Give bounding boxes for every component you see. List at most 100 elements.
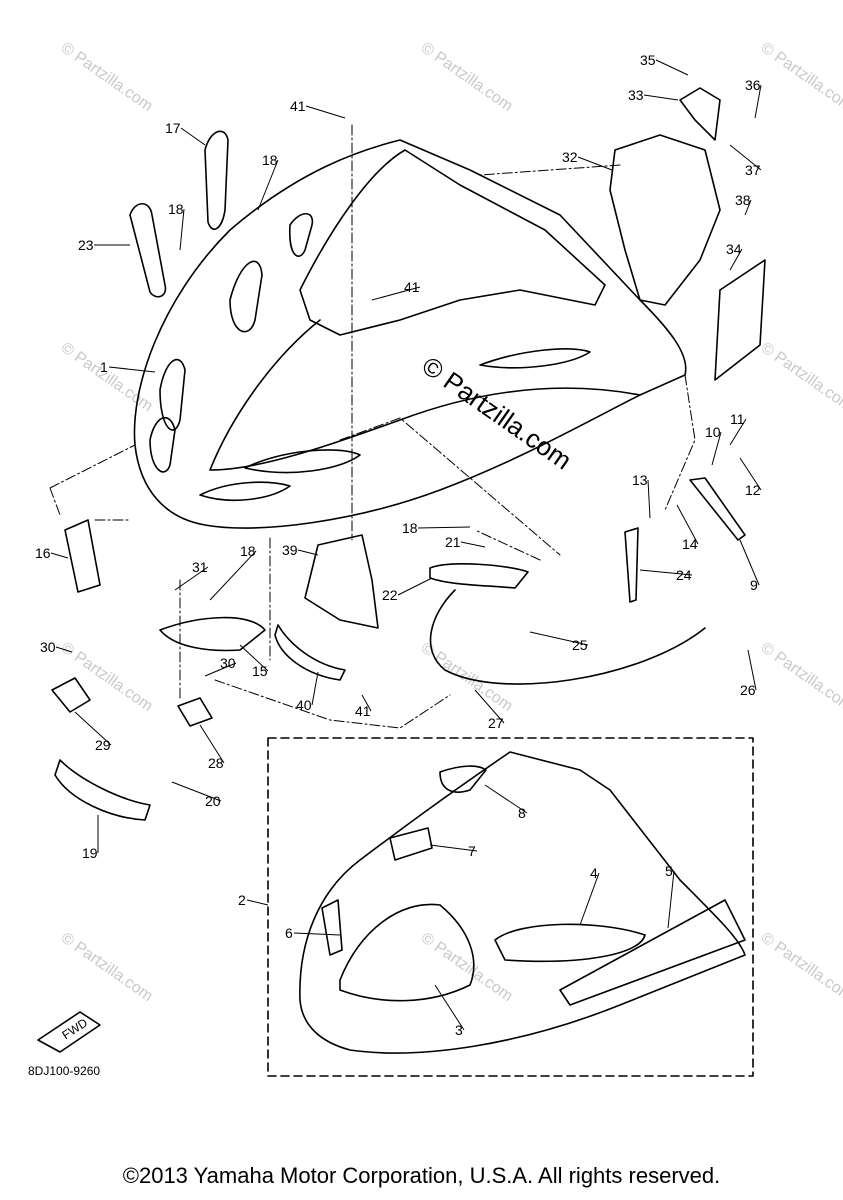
leader-line-5 xyxy=(667,870,675,929)
leader-line-22 xyxy=(397,577,433,596)
leader-line-1 xyxy=(108,366,156,373)
watermark-tile: © Partzilla.com xyxy=(758,929,843,1005)
part-label-20: 20 xyxy=(205,793,221,809)
leader-line-7 xyxy=(429,844,478,852)
assembly-lines xyxy=(49,124,696,729)
leader-line-38 xyxy=(744,199,752,216)
part-label-39: 39 xyxy=(282,542,298,558)
part-label-11: 11 xyxy=(730,411,745,427)
part-label-29: 29 xyxy=(95,737,111,753)
part-label-41: 41 xyxy=(290,98,306,114)
part-32-shape xyxy=(609,134,721,306)
part-7-shape xyxy=(389,827,433,861)
hood-inner-ridge xyxy=(209,319,641,471)
cable-25-27 xyxy=(429,589,706,685)
leader-line-8 xyxy=(484,784,528,814)
leader-line-25 xyxy=(529,631,589,646)
part-label-22: 22 xyxy=(382,587,398,603)
part-label-27: 27 xyxy=(488,715,504,731)
leader-line-18 xyxy=(179,208,185,251)
part-label-34: 34 xyxy=(726,241,742,257)
leader-line-12 xyxy=(739,457,762,491)
part-label-8: 8 xyxy=(518,805,526,821)
part-4-shape xyxy=(494,923,646,963)
leader-line-20 xyxy=(171,781,222,802)
part-label-18: 18 xyxy=(262,152,278,168)
hood-vent-bottom-1 xyxy=(244,449,361,474)
part-label-38: 38 xyxy=(735,192,751,208)
hood-vent-left-2 xyxy=(149,416,176,473)
part-label-30: 30 xyxy=(40,639,56,655)
leader-line-4 xyxy=(579,872,600,926)
part-label-12: 12 xyxy=(745,482,761,498)
watermark-tile: © Partzilla.com xyxy=(58,39,156,115)
part-6-shape xyxy=(321,899,343,956)
part-5-shape xyxy=(559,899,746,1006)
leader-line-17 xyxy=(180,127,206,146)
part-label-18: 18 xyxy=(168,201,184,217)
leader-line-9 xyxy=(739,539,760,586)
part-15-shape xyxy=(159,616,266,652)
part-34-shape xyxy=(714,259,766,381)
leader-line-28 xyxy=(199,724,225,764)
part-label-33: 33 xyxy=(628,87,644,103)
part-label-10: 10 xyxy=(705,424,721,440)
part-8-shape xyxy=(439,765,487,793)
leader-line-37 xyxy=(729,144,762,171)
leader-line-27 xyxy=(474,689,505,724)
inset-box xyxy=(267,737,754,1077)
watermark-tile: © Partzilla.com xyxy=(758,339,843,415)
leader-line-31 xyxy=(174,566,209,591)
leader-line-18 xyxy=(209,550,257,601)
hood-vent-left xyxy=(159,358,186,431)
part-label-26: 26 xyxy=(740,682,756,698)
part-label-5: 5 xyxy=(665,863,673,879)
leader-line-35 xyxy=(655,59,689,76)
watermark-tile: © Partzilla.com xyxy=(758,639,843,715)
watermark-tile: © Partzilla.com xyxy=(58,639,156,715)
leader-line-39 xyxy=(297,549,319,556)
part-label-18: 18 xyxy=(240,543,256,559)
part-label-18: 18 xyxy=(402,520,418,536)
hood-vent-bottom-2 xyxy=(199,481,291,501)
copyright-notice: ©2013 Yamaha Motor Corporation, U.S.A. A… xyxy=(122,1163,721,1188)
part-label-24: 24 xyxy=(676,567,692,583)
part-23-shape xyxy=(129,202,167,298)
part-29-shape xyxy=(51,677,91,713)
part-label-23: 23 xyxy=(78,237,94,253)
leader-line-34 xyxy=(729,248,743,271)
part-label-13: 13 xyxy=(632,472,648,488)
leader-line-21 xyxy=(460,541,486,548)
part-label-6: 6 xyxy=(285,925,293,941)
part-label-17: 17 xyxy=(165,120,181,136)
part-label-31: 31 xyxy=(192,559,208,575)
part-label-9: 9 xyxy=(750,577,758,593)
leader-line-30 xyxy=(55,646,73,653)
leader-line-13 xyxy=(647,479,651,519)
part-16-shape xyxy=(64,519,101,593)
leader-line-14 xyxy=(676,504,699,545)
part-label-32: 32 xyxy=(562,149,578,165)
leader-line-33 xyxy=(643,94,679,101)
leader-line-30 xyxy=(204,662,237,677)
part-9-shape xyxy=(689,477,746,541)
leader-line-41 xyxy=(371,286,421,301)
watermark-center: © Partzilla.com xyxy=(417,350,578,475)
part-label-7: 7 xyxy=(468,843,476,859)
hood-vent-top-left xyxy=(289,212,314,257)
part-22-shape xyxy=(429,563,529,589)
watermark-layer: © Partzilla.com © Partzilla.com © Partzill… xyxy=(58,39,843,1005)
leader-line-18 xyxy=(257,159,279,211)
part-label-28: 28 xyxy=(208,755,224,771)
part-label-41: 41 xyxy=(355,703,371,719)
watermark-tile: © Partzilla.com xyxy=(418,39,516,115)
part-label-41: 41 xyxy=(404,279,420,295)
part-label-40: 40 xyxy=(296,697,312,713)
part-label-30: 30 xyxy=(220,655,236,671)
leader-line-40 xyxy=(311,671,319,706)
part-label-19: 19 xyxy=(82,845,98,861)
leader-line-41 xyxy=(361,694,372,712)
watermark-tile: © Partzilla.com xyxy=(58,339,156,415)
